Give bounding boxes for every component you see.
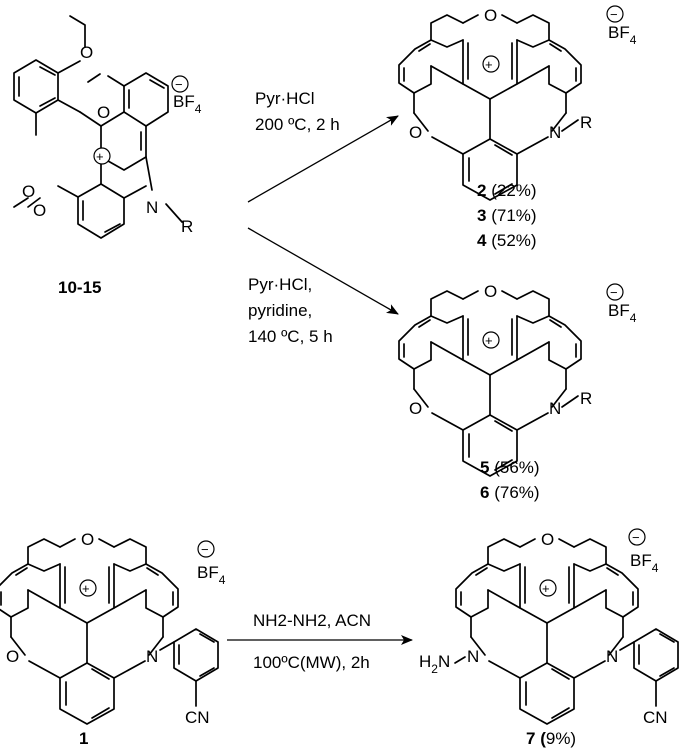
- condition-b-line1: Pyr·HCl,: [248, 275, 312, 294]
- yield-label-4: 4 (52%): [477, 231, 537, 250]
- cyanophenyl-group: [619, 628, 679, 707]
- yield-label-3: 3 (71%): [477, 206, 537, 225]
- minus-sign: −: [201, 542, 209, 557]
- yield-label-7: 7 (9%): [526, 729, 576, 748]
- counterion: BF4: [173, 92, 202, 116]
- n-r-bond: [561, 395, 579, 408]
- yield-label-6: 6 (76%): [480, 483, 540, 502]
- nitrogen-atom: N: [146, 198, 158, 217]
- oxygen-atom: O: [97, 103, 110, 122]
- minus-charge: [606, 283, 624, 301]
- r-group: R: [580, 389, 592, 408]
- nitrogen-atom: N: [549, 399, 561, 418]
- minus-charge: [606, 5, 624, 23]
- oxygen-atom: O: [81, 530, 94, 549]
- plus-charge: [79, 579, 97, 597]
- product-7-structure: [455, 538, 639, 725]
- hydrazine-nh2: H2N: [419, 652, 450, 676]
- oxygen-atom: O: [484, 282, 497, 301]
- condition-a-line1: Pyr·HCl: [255, 89, 315, 108]
- r-group: R: [181, 217, 193, 236]
- counterion: BF4: [197, 563, 226, 587]
- oxygen-atom: O: [484, 6, 497, 25]
- plus-sign: +: [82, 581, 90, 596]
- counterion: BF4: [608, 301, 637, 325]
- oxygen-atom: O: [409, 123, 422, 142]
- oxygen-atom: O: [22, 182, 35, 201]
- minus-charge: [171, 75, 189, 93]
- nitrogen-atom: N: [467, 647, 479, 666]
- r-group: R: [580, 113, 592, 132]
- n-r-bond: [561, 119, 579, 132]
- plus-charge: [93, 147, 111, 165]
- n-n-bond: [454, 656, 466, 664]
- compound-label-10-15: 10-15: [58, 278, 101, 297]
- reaction-arrow-a: [247, 115, 399, 203]
- oxygen-atom: O: [6, 647, 19, 666]
- minus-sign: −: [610, 285, 618, 300]
- condition-a-line2: 200 ºC, 2 h: [255, 115, 340, 134]
- oxygen-atom: O: [80, 43, 93, 62]
- cyanophenyl-group: [159, 628, 219, 707]
- yield-label-5: 5 (56%): [480, 458, 540, 477]
- nitrogen-atom: N: [606, 647, 618, 666]
- product-a-structure: [398, 14, 582, 201]
- yield-label-2: 2 (22%): [477, 181, 537, 200]
- plus-charge: [482, 55, 500, 73]
- plus-sign: +: [96, 149, 104, 164]
- counterion: BF4: [608, 23, 637, 47]
- plus-sign: +: [485, 57, 493, 72]
- reaction-arrow-b: [247, 227, 399, 315]
- nitrogen-atom: N: [146, 647, 158, 666]
- oxygen-atom: O: [409, 399, 422, 418]
- plus-charge: [539, 579, 557, 597]
- condition-b-line2: pyridine,: [248, 301, 312, 320]
- plus-sign: +: [542, 581, 550, 596]
- reactant-1-structure: [0, 538, 179, 725]
- compound-label-1: 1: [79, 729, 88, 748]
- counterion: BF4: [630, 551, 659, 575]
- condition-c-line1: NH2-NH2, ACN: [253, 611, 371, 630]
- minus-sign: −: [175, 77, 183, 92]
- nitrile-group: CN: [643, 708, 668, 727]
- oxygen-atom: O: [33, 201, 46, 220]
- minus-sign: −: [610, 7, 618, 22]
- condition-b-line3: 140 ºC, 5 h: [248, 327, 333, 346]
- minus-charge: [197, 540, 215, 558]
- minus-charge: [628, 528, 646, 546]
- nitrogen-atom: N: [549, 123, 561, 142]
- product-b-structure: [398, 290, 582, 477]
- nitrile-group: CN: [185, 708, 210, 727]
- starting-material-structure: [13, 15, 183, 239]
- plus-charge: [482, 331, 500, 349]
- oxygen-atom: O: [541, 530, 554, 549]
- minus-sign: −: [632, 530, 640, 545]
- condition-c-line2: 100ºC(MW), 2h: [253, 653, 370, 672]
- plus-sign: +: [485, 333, 493, 348]
